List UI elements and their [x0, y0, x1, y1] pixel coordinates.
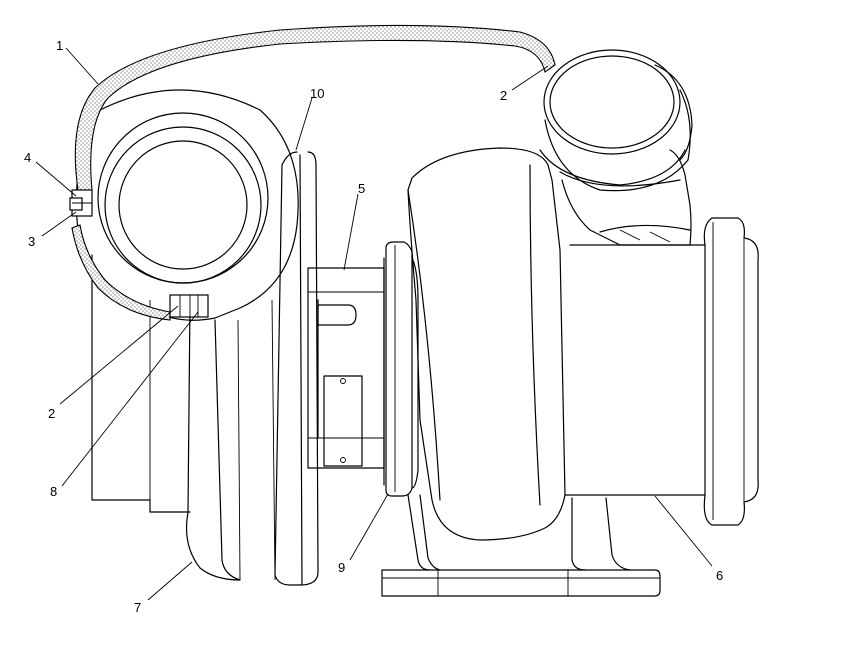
turbine-clamp-ring — [383, 241, 419, 497]
callout-labels: 1 2 4 3 10 5 2 8 7 9 6 — [24, 38, 723, 615]
actuator-canister — [539, 49, 693, 246]
backplate-ring — [274, 151, 319, 586]
turbine-housing — [407, 147, 566, 541]
callout-2-lower: 2 — [48, 406, 55, 421]
callout-9: 9 — [338, 560, 345, 575]
hose-assembly — [71, 24, 556, 321]
leader-lines — [35, 47, 713, 601]
base-flange — [381, 494, 661, 597]
callout-7: 7 — [134, 600, 141, 615]
turbine-outlet-cylinder — [564, 217, 759, 526]
callout-10: 10 — [310, 86, 324, 101]
callout-4: 4 — [24, 150, 31, 165]
callout-8: 8 — [50, 484, 57, 499]
callout-5: 5 — [358, 181, 365, 196]
callout-2-top: 2 — [500, 88, 507, 103]
hose-fittings — [69, 189, 209, 318]
center-bearing-housing — [307, 267, 385, 469]
callout-1: 1 — [56, 38, 63, 53]
callout-6: 6 — [716, 568, 723, 583]
compressor-back-housing — [91, 254, 191, 513]
compressor-outlet-elbow — [185, 299, 276, 581]
callout-3: 3 — [28, 234, 35, 249]
